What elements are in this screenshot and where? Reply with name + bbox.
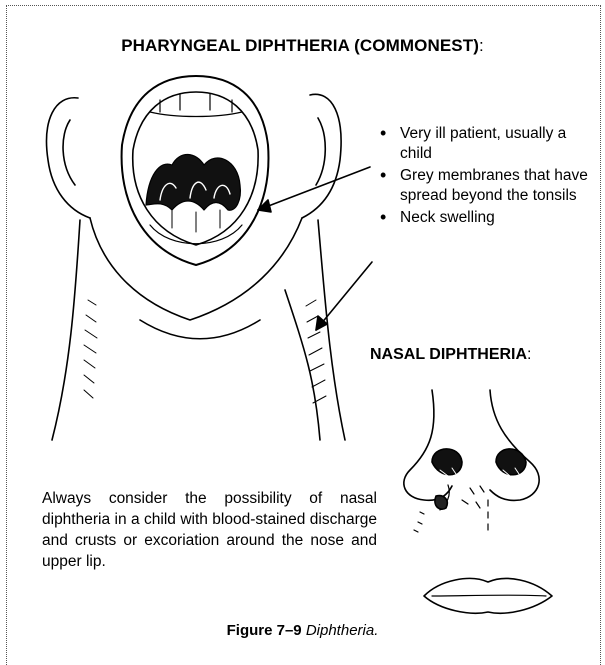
figure-caption: Figure 7–9 Diphtheria.: [0, 622, 605, 639]
bullet-neck-swelling: Neck swelling: [380, 208, 595, 228]
nasal-title-colon: :: [527, 346, 531, 363]
nasal-note-paragraph: Always consider the possibility of nasal…: [42, 488, 377, 572]
nasal-title-text: NASAL DIPHTHERIA: [370, 346, 527, 363]
pharyngeal-drawing: [47, 76, 372, 440]
bullet-very-ill: Very ill patient, usually a child: [380, 124, 595, 164]
bullet-grey-membranes: Grey membranes that have spread beyond t…: [380, 166, 595, 206]
figure-number: Figure 7–9: [227, 622, 302, 639]
pharyngeal-signs-list: Very ill patient, usually a child Grey m…: [380, 124, 595, 230]
figure-caption-text: Diphtheria.: [306, 622, 379, 639]
nasal-title: NASAL DIPHTHERIA:: [370, 346, 532, 364]
nasal-drawing: [404, 390, 552, 613]
